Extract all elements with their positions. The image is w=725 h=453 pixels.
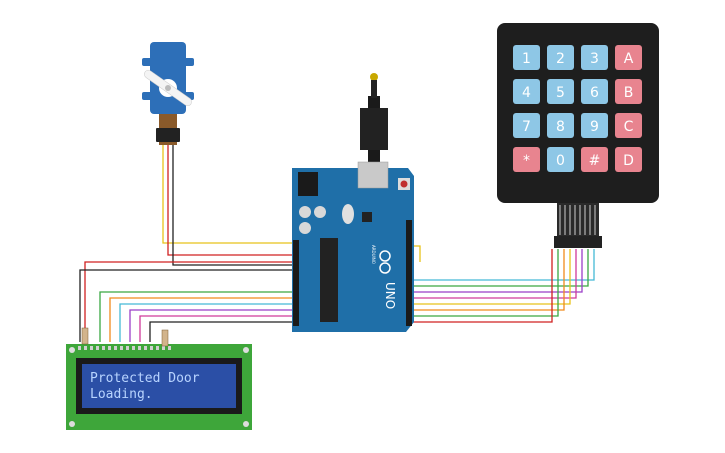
wire-keypad-4 — [410, 249, 577, 299]
resistor — [161, 329, 169, 347]
wire-lcd-purple — [129, 309, 295, 342]
keypad-key-label: B — [624, 85, 634, 101]
wire-keypad-1 — [410, 249, 595, 281]
keypad-key-face — [581, 147, 608, 172]
keypad-key-label: 9 — [590, 119, 599, 135]
wire-lcd-magenta — [139, 315, 295, 342]
keypad-key-8[interactable]: 8 — [547, 113, 574, 138]
keypad-key-1[interactable]: 1 — [513, 45, 540, 70]
keypad-ribbon-leads — [559, 205, 596, 235]
header-right — [406, 220, 412, 326]
wire-keypad-6 — [410, 249, 565, 311]
keypad-key-label: 0 — [556, 153, 565, 169]
keypad-key-face — [581, 79, 608, 104]
keypad-key-b[interactable]: B — [615, 79, 642, 104]
wire-keypad-2 — [410, 249, 589, 287]
keypad-key-7[interactable]: 7 — [513, 113, 540, 138]
header-left — [293, 240, 299, 326]
keypad-key-label: A — [624, 51, 634, 67]
keypad-key-face — [513, 79, 540, 104]
servo-mount-top — [142, 58, 194, 66]
keypad-key-6[interactable]: 6 — [581, 79, 608, 104]
keypad-key-label: 1 — [522, 51, 531, 67]
resistor — [81, 327, 89, 345]
keypad-key-label: * — [523, 153, 530, 169]
keypad-ribbon — [557, 203, 599, 237]
lcd-line-2: Loading. — [90, 387, 153, 402]
keypad-key-face — [513, 113, 540, 138]
wires — [79, 143, 595, 342]
wire-lcd-green — [99, 291, 295, 342]
keypad-key-0[interactable]: 0 — [547, 147, 574, 172]
keypad-key-label: 6 — [590, 85, 599, 101]
arduino-model-label: UNO — [383, 282, 397, 309]
keypad-key-label: 4 — [522, 85, 531, 101]
wire-keypad-5 — [410, 249, 571, 305]
wire-lcd-black2 — [149, 321, 295, 342]
wire-lcd-orange — [109, 297, 295, 342]
keypad-key-face — [615, 79, 642, 104]
keypad-key-4[interactable]: 4 — [513, 79, 540, 104]
servo-connector — [156, 128, 180, 142]
keypad-key-face — [547, 45, 574, 70]
keypad[interactable]: 1 2 3 A 4 5 6 B 7 8 9 C * 0 # D — [497, 23, 659, 248]
arduino-board[interactable]: ARDUINO UNO — [292, 73, 414, 332]
keypad-key-face — [547, 113, 574, 138]
arduino-logo — [379, 250, 391, 274]
keypad-key-hash[interactable]: # — [581, 147, 608, 172]
wire-keypad-7 — [410, 249, 559, 317]
servo-motor[interactable] — [142, 42, 194, 145]
keypad-key-a[interactable]: A — [615, 45, 642, 70]
wire-lcd-ground — [79, 269, 295, 342]
keypad-key-label: # — [589, 153, 601, 169]
keypad-key-star[interactable]: * — [513, 147, 540, 172]
atmega-chip — [320, 238, 338, 322]
keypad-key-3[interactable]: 3 — [581, 45, 608, 70]
lcd-line-1: Protected Door — [90, 371, 200, 386]
keypad-key-face — [513, 45, 540, 70]
keypad-key-face — [615, 147, 642, 172]
wire-lcd-cyan — [119, 303, 295, 342]
keypad-key-face — [581, 113, 608, 138]
keypad-key-face — [615, 45, 642, 70]
wire-servo-ground — [172, 143, 295, 266]
wire-keypad-8 — [410, 249, 553, 323]
keypad-key-face — [547, 79, 574, 104]
keypad-key-face — [581, 45, 608, 70]
usb-plug-head — [360, 108, 388, 150]
keypad-keys: 1 2 3 A 4 5 6 B 7 8 9 C * 0 # D — [513, 45, 642, 172]
keypad-key-d[interactable]: D — [615, 147, 642, 172]
keypad-key-c[interactable]: C — [615, 113, 642, 138]
lcd-display[interactable]: Protected Door Loading. — [66, 327, 252, 430]
keypad-key-label: C — [624, 119, 634, 135]
keypad-key-label: 7 — [522, 119, 531, 135]
keypad-key-label: 2 — [556, 51, 565, 67]
keypad-key-label: 8 — [556, 119, 565, 135]
keypad-key-9[interactable]: 9 — [581, 113, 608, 138]
keypad-key-label: 3 — [590, 51, 599, 67]
keypad-key-label: 5 — [556, 85, 565, 101]
keypad-connector — [554, 236, 602, 248]
keypad-key-2[interactable]: 2 — [547, 45, 574, 70]
keypad-key-face — [615, 113, 642, 138]
arduino-brand-label: ARDUINO — [371, 245, 376, 264]
keypad-key-5[interactable]: 5 — [547, 79, 574, 104]
power-jack — [298, 172, 318, 196]
wire-keypad-3 — [410, 249, 583, 293]
keypad-key-face — [547, 147, 574, 172]
wire-lcd-power — [84, 261, 295, 342]
wire-servo-power — [167, 143, 295, 256]
keypad-key-label: D — [623, 153, 634, 169]
usb-port — [357, 161, 389, 189]
keypad-key-face — [513, 147, 540, 172]
lcd-pins — [78, 346, 171, 350]
lcd-screen — [82, 364, 236, 408]
